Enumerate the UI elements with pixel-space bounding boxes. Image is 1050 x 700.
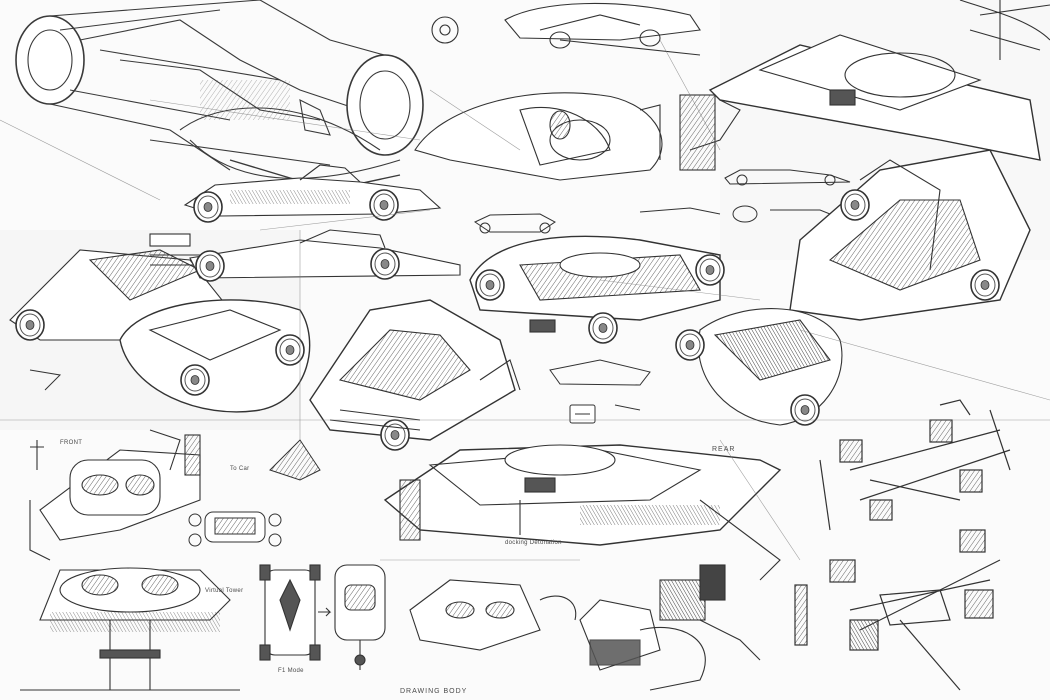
sketch-platform-car-center bbox=[469, 235, 725, 344]
label-front: FRONT bbox=[60, 440, 83, 446]
label-rear: REAR bbox=[712, 446, 736, 453]
sketch-racer-3-4-right bbox=[675, 149, 1031, 426]
sketch-cockpit-bubble bbox=[414, 92, 663, 181]
sketch-left-top-view bbox=[29, 429, 201, 561]
sketch-cross-fin bbox=[269, 439, 321, 481]
sketch-winged-car-topright bbox=[679, 0, 1050, 171]
sketch-front-view-car bbox=[309, 299, 521, 451]
sketch-capsule-car-topleft bbox=[15, 0, 424, 191]
label-virtual-tower: Virtual Tower bbox=[205, 588, 244, 594]
sketch-skeleton-chassis-1 bbox=[819, 399, 1011, 531]
label-docking: docking Detonation bbox=[505, 540, 562, 546]
sketch-quad-topview bbox=[188, 511, 282, 547]
sketch-bottom-left-platform bbox=[20, 567, 240, 691]
label-to-car: To Car bbox=[230, 466, 250, 472]
sketch-skeleton-chassis-2 bbox=[794, 529, 1001, 691]
sketch-top-center-racer bbox=[431, 2, 701, 56]
sketch-side-racer-1 bbox=[183, 164, 442, 223]
label-f1-mode: F1 Mode bbox=[278, 668, 304, 674]
sketch-bottom-mini-racers bbox=[409, 564, 761, 691]
sketch-winged-racer-center bbox=[383, 444, 782, 581]
sketch-construction-lines bbox=[0, 39, 1050, 561]
sketch-left-duo-cars bbox=[9, 233, 311, 413]
sketch-mid-small-parts bbox=[29, 359, 651, 424]
label-drawing-body: DRAWING BODY bbox=[400, 688, 468, 695]
sketch-f1-topviews bbox=[259, 564, 386, 670]
